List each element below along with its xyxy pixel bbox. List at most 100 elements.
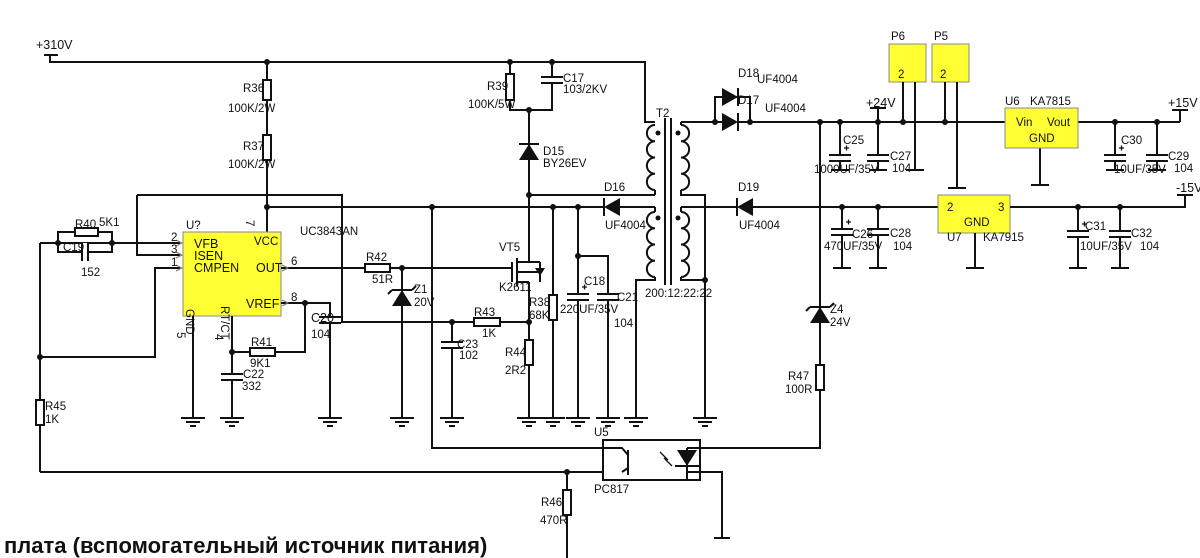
u5-phototransistor (603, 447, 629, 475)
c31-value: 10UF/35V (1080, 241, 1132, 253)
r38-resistor (548, 294, 558, 321)
junction-dot (526, 107, 532, 113)
wire (40, 267, 180, 358)
junction-dot (55, 240, 61, 246)
pin-arrow (175, 251, 184, 259)
wire (40, 207, 603, 473)
c21-capacitor-gap (597, 293, 619, 301)
r42-resistor (364, 263, 391, 273)
p5-connector (931, 43, 970, 83)
r41-ref: R41 (251, 337, 272, 349)
c23-capacitor-gap (441, 341, 463, 349)
c30-capacitor-gap (1104, 154, 1126, 162)
ground-icon (596, 408, 620, 427)
circuit-geometry (35, 43, 1193, 558)
c29-capacitor-gap (1146, 154, 1168, 162)
vt5-ref: VT5 (499, 242, 520, 254)
c22-capacitor (221, 373, 243, 381)
c28-capacitor (867, 228, 889, 236)
u6-regulator (1004, 107, 1079, 149)
p5-pin: 2 (940, 69, 946, 81)
c25-capacitor (829, 154, 851, 162)
junction-dot (302, 300, 308, 306)
c21-value: 104 (614, 318, 634, 330)
ground-icon (517, 408, 541, 427)
c23-capacitor (441, 341, 463, 349)
u7-value: KA7915 (983, 232, 1024, 244)
ground-icon (181, 408, 205, 427)
c28-value: 104 (893, 241, 913, 253)
d19-diode (737, 198, 753, 216)
c26-capacitor-gap (831, 228, 853, 236)
ground-icon (318, 408, 342, 427)
c27-capacitor (867, 154, 889, 162)
label-310v: +310V (36, 38, 73, 52)
c18-capacitor-gap (567, 293, 589, 301)
r37-value: 100K/2W (228, 159, 275, 171)
d15-ref: D15 (543, 146, 564, 158)
r39-value: 100K/5W (468, 99, 515, 111)
label-15v-neg: -15V (1176, 181, 1200, 195)
u6-ref: U6 (1005, 96, 1020, 108)
polarity-dot (655, 130, 661, 136)
junction-dot (37, 354, 43, 360)
r40-ref: R40 (75, 219, 96, 231)
c18-value: 220UF/35V (560, 304, 619, 316)
r42-ref: R42 (366, 252, 387, 264)
vt5-value: K2611 (499, 282, 531, 294)
d16-diode (604, 198, 620, 216)
u-vfb: VFB (194, 237, 218, 251)
u-pin6: 6 (291, 256, 297, 268)
z1-zener-wings (387, 285, 417, 295)
pin-arrow (175, 239, 184, 247)
d18-diode (722, 88, 738, 106)
c30-value: 10UF/35V (1114, 164, 1166, 176)
ground-icon (541, 408, 565, 427)
c32-value: 104 (1140, 241, 1160, 253)
pin-arrow (281, 264, 290, 272)
z4-ref: Z4 (830, 304, 844, 316)
u6-value: KA7815 (1030, 96, 1071, 108)
u-cmpen: CMPEN (194, 261, 239, 275)
ground-icon (220, 408, 244, 427)
c29-value: 104 (1174, 163, 1194, 175)
p6-pin: 2 (898, 69, 904, 81)
u-out: OUT (256, 261, 283, 275)
c18-ref: C18 (584, 276, 605, 288)
wire (841, 207, 879, 268)
u-value: UC3843AN (300, 226, 358, 238)
wire (635, 122, 706, 410)
c30-ref: C30 (1121, 135, 1142, 147)
wire (974, 194, 1193, 268)
label-15v-pos: +15V (1168, 96, 1198, 110)
z1-ref: Z1 (414, 284, 427, 296)
t2-secondary-15v (680, 211, 691, 278)
wire (839, 107, 886, 170)
u7-pin3: 3 (998, 202, 1004, 214)
c19-capacitor-gap (81, 243, 89, 261)
c25-value: 1000UF/35V (814, 164, 879, 176)
u5-ref: U5 (594, 427, 609, 439)
c31-ref: C31 (1085, 221, 1106, 233)
r43-resistor (473, 317, 501, 327)
wire (44, 54, 655, 123)
c20-capacitor-gap (319, 316, 341, 324)
r36-resistor (262, 79, 272, 101)
d17-diode (722, 113, 738, 131)
u-ref: U? (186, 220, 201, 232)
r44-ref: R44 (505, 347, 527, 359)
r47-resistor (815, 364, 825, 391)
u-pin3: 3 (171, 244, 177, 256)
vt5-body-diode (535, 268, 545, 276)
label-24v: +24V (866, 96, 896, 110)
r47-ref: R47 (788, 371, 809, 383)
z1-zener (392, 290, 412, 306)
ground-icon (566, 408, 590, 427)
c17-value: 103/2KV (563, 84, 607, 96)
wire (577, 207, 609, 410)
u-rtct: RT/CT (218, 306, 230, 340)
c17-capacitor-gap (541, 76, 563, 84)
c22-capacitor-gap (221, 373, 243, 381)
c32-capacitor (1109, 230, 1131, 238)
u-pin2: 2 (171, 232, 177, 244)
